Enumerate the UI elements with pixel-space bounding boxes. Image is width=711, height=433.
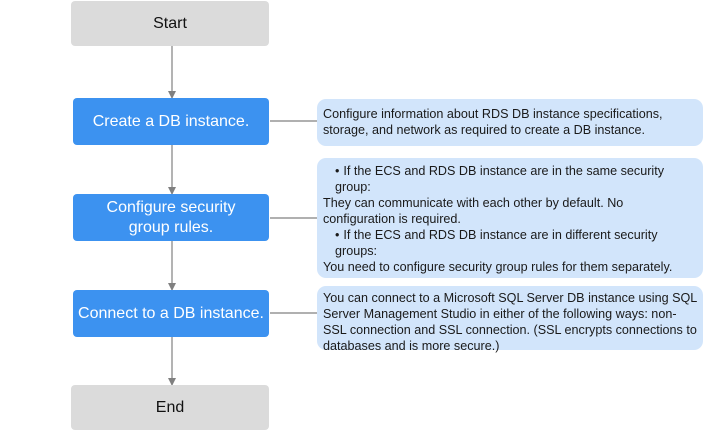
end-label: End [155, 398, 185, 416]
connect-db-instance-step: Connect to a DB instance. [73, 290, 269, 337]
configure-security-group-step: Configure security group rules. [73, 194, 269, 241]
start-node: Start [71, 1, 269, 46]
same-group-text: They can communicate with each other by … [323, 196, 624, 226]
end-node: End [71, 385, 269, 430]
create-db-instance-step: Create a DB instance. [73, 98, 269, 145]
create-instance-note-text: Configure information about RDS DB insta… [323, 107, 663, 137]
connect-instance-note: You can connect to a Microsoft SQL Serve… [317, 286, 703, 353]
same-group-bullet: If the ECS and RDS DB instance are in th… [323, 163, 697, 195]
security-group-note: If the ECS and RDS DB instance are in th… [317, 158, 703, 278]
create-instance-note: Configure information about RDS DB insta… [317, 99, 703, 146]
connect-db-instance-label: Connect to a DB instance. [78, 304, 264, 322]
different-group-bullet: If the ECS and RDS DB instance are in di… [323, 227, 697, 259]
different-group-text: You need to configure security group rul… [323, 260, 673, 274]
start-label: Start [153, 14, 187, 32]
configure-security-group-label: Configure security group rules. [106, 198, 236, 236]
connect-instance-note-text: You can connect to a Microsoft SQL Serve… [323, 291, 697, 353]
create-db-instance-label: Create a DB instance. [92, 112, 250, 130]
